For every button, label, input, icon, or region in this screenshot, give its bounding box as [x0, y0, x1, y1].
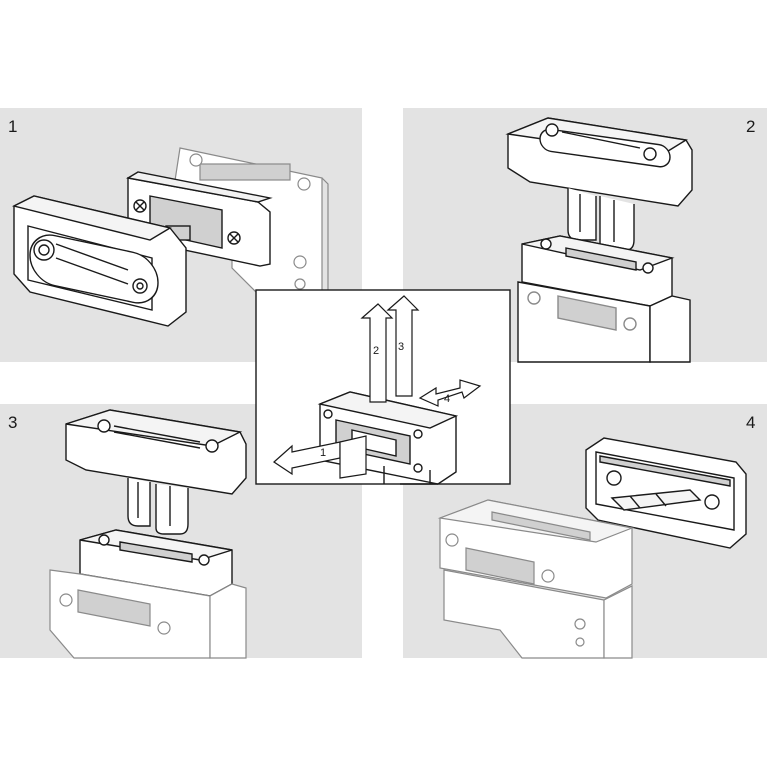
actuator-cover-removed	[11, 195, 187, 327]
step-number-1: 1	[8, 117, 17, 136]
arrow-3-lift-up	[386, 295, 420, 397]
step-number-2: 2	[746, 117, 755, 136]
panel-step-1: 1	[0, 108, 362, 362]
actuator-cover-reinstalled	[585, 437, 747, 549]
arrow-label-1: 1	[320, 447, 326, 459]
step-number-3: 3	[8, 413, 17, 432]
switch-body-faded-step-3	[49, 569, 247, 659]
switch-body-step-2	[517, 235, 691, 363]
arrow-4-slide-right	[418, 379, 482, 407]
actuator-head-lifted	[505, 117, 693, 207]
switch-body-faded-step-4	[437, 499, 635, 659]
arrow-2-lift-up	[360, 303, 394, 403]
actuator-head-rotated	[65, 409, 247, 495]
step-number-4: 4	[746, 413, 755, 432]
arrow-label-2: 2	[373, 345, 379, 357]
actuator-key-step-3	[127, 478, 189, 535]
panel-step-2: 2	[403, 108, 767, 363]
arrow-label-4: 4	[444, 393, 450, 405]
center-detail-panel: 1 2 3 4	[255, 289, 511, 485]
arrow-1-slide-left	[273, 435, 367, 479]
arrow-label-3: 3	[398, 341, 404, 353]
